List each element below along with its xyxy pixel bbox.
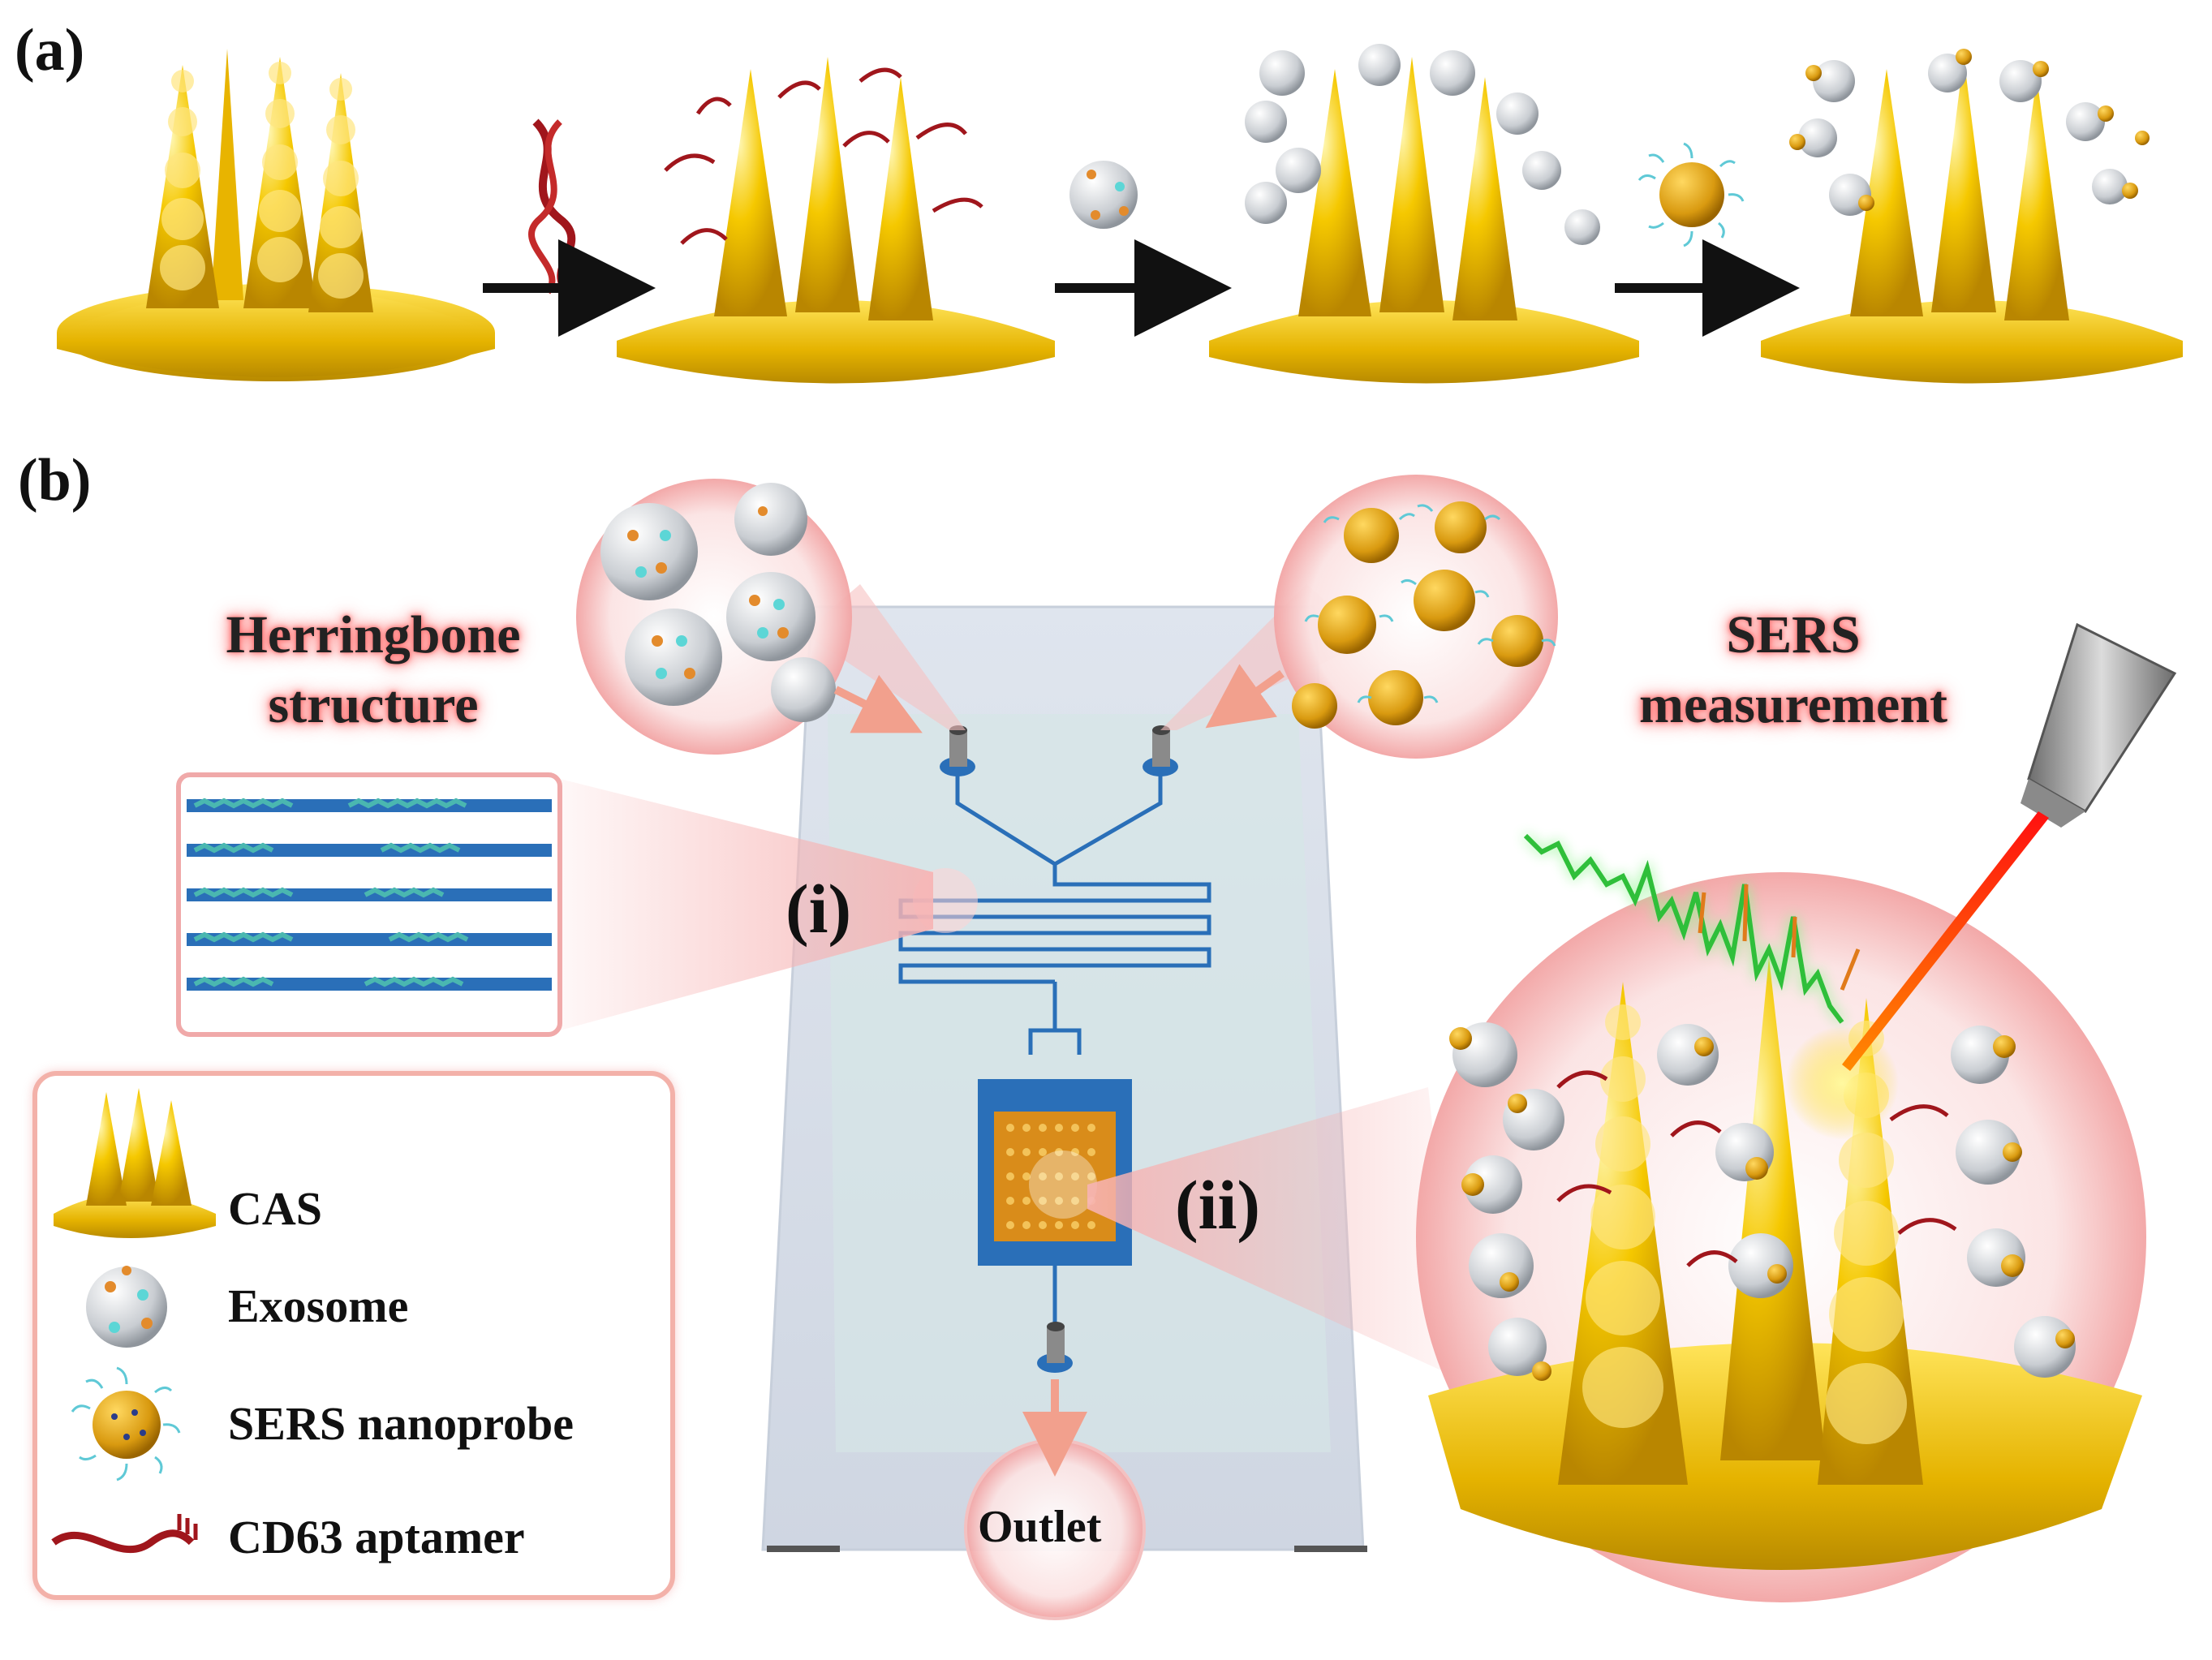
detection-chamber — [978, 1079, 1132, 1266]
sers-nanoprobe-icon — [71, 1366, 181, 1482]
legend-icons — [51, 1088, 216, 1554]
herringbone-callout: Herringbone structure — [162, 600, 584, 740]
herringbone-zoom-beam — [560, 779, 933, 1030]
outlet-label: Outlet — [978, 1502, 1102, 1552]
panel-a-label: (a) — [15, 17, 85, 84]
legend-label-sers-nanoprobe: SERS nanoprobe — [228, 1397, 575, 1450]
spectrum-peaks — [1698, 884, 1861, 991]
herringbone-inset — [176, 772, 562, 1037]
region-i-label: (i) — [785, 870, 852, 948]
panel-a-step-2-cas-aptamer — [617, 57, 1055, 384]
legend-label-exosome: Exosome — [228, 1279, 409, 1332]
panel-a-step-4-sandwich — [1761, 49, 2183, 384]
cas-pillar-texture — [160, 62, 364, 299]
legend-label-cas: CAS — [228, 1182, 323, 1235]
outlet-port — [1037, 1322, 1073, 1373]
sers-nanoprobe-bubble — [1205, 475, 1558, 759]
sers-zoom-beam — [1087, 1087, 1461, 1379]
sers-callout: SERS measurement — [1566, 600, 2020, 740]
exosome-icon — [86, 1266, 167, 1348]
panel-b-label: (b) — [18, 447, 92, 514]
cas-icon — [54, 1088, 216, 1238]
objective-lens — [2020, 622, 2177, 828]
panel-a-step-1-cas — [57, 49, 495, 381]
outlet-bubble — [964, 1379, 1146, 1620]
sers-callout-line-2: measurement — [1638, 675, 1947, 734]
chip-channels — [898, 771, 1211, 1331]
legend-label-cd63-aptamer: CD63 aptamer — [228, 1511, 525, 1563]
cd63-aptamer-icon — [51, 1514, 198, 1554]
herringbone-callout-line-2: structure — [268, 675, 479, 734]
exosome-bubble — [576, 479, 923, 755]
panel-a-aptamer-reagent — [528, 118, 576, 295]
region-ii-label: (ii) — [1175, 1166, 1261, 1244]
laser-beam — [1842, 811, 2049, 1071]
panel-a-step-3-exosome-capture — [1209, 44, 1639, 384]
sers-measurement-bubble — [1416, 872, 2146, 1602]
panel-a-sers-probe-reagent — [1637, 142, 1745, 247]
herringbone-callout-line-1: Herringbone — [226, 605, 521, 664]
inlet-port-right — [1143, 725, 1178, 776]
sers-callout-line-1: SERS — [1726, 605, 1861, 664]
legend: CAS Exosome SERS nanoprobe CD63 aptamer — [32, 1071, 675, 1600]
panel-a-exosome-reagent — [1069, 161, 1138, 229]
